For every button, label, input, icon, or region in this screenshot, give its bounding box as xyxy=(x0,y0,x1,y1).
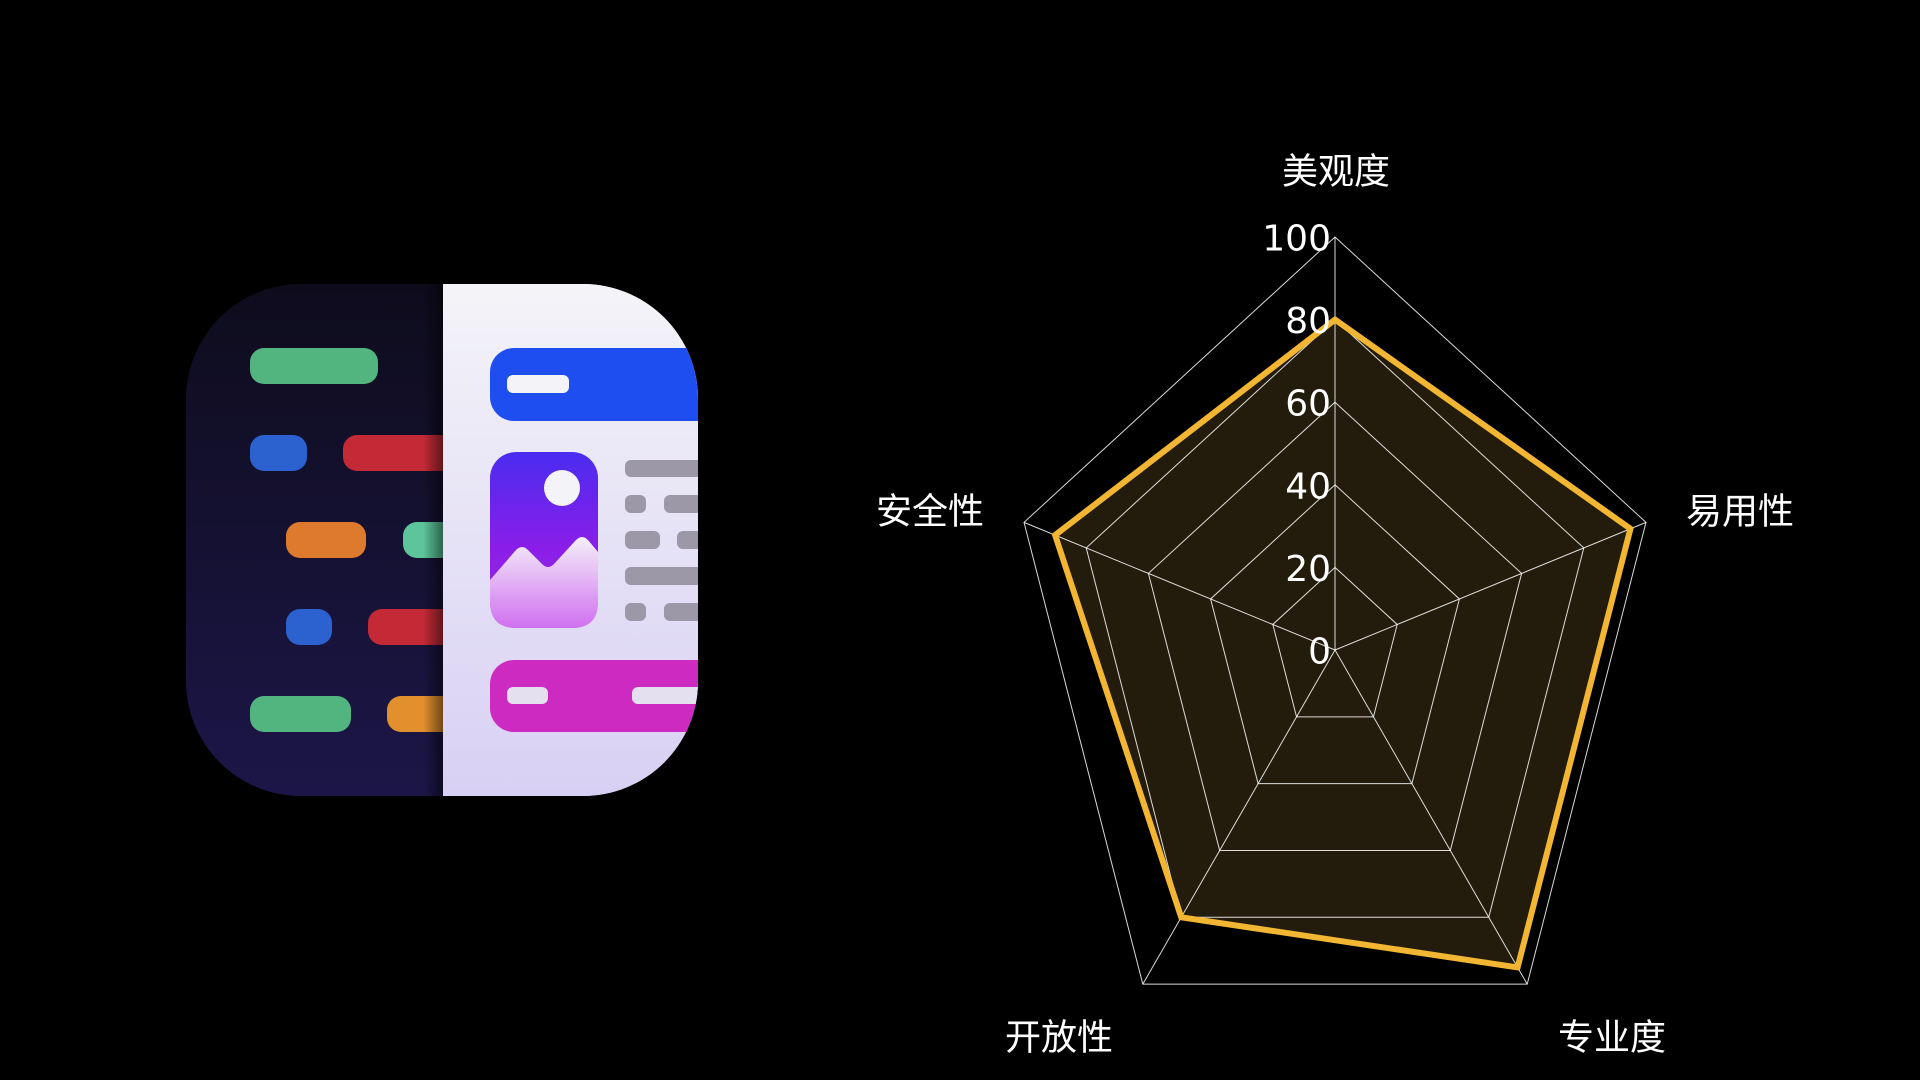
app-icon xyxy=(186,284,698,796)
grid-ring-60 xyxy=(1147,401,1523,851)
grid-spoke xyxy=(1334,521,1647,651)
tick-label: 80 xyxy=(1285,301,1331,342)
radar-grid xyxy=(1023,236,1647,985)
series-line xyxy=(1051,315,1634,971)
grid-ring-100 xyxy=(1023,236,1647,985)
tick-label: 60 xyxy=(1285,384,1331,425)
grid-ring-20 xyxy=(1272,566,1398,718)
tick-label: 100 xyxy=(1262,219,1331,260)
grid-spoke xyxy=(1142,649,1336,985)
axis-label: 美观度 xyxy=(1282,152,1390,193)
axis-label: 专业度 xyxy=(1558,1018,1666,1059)
series-area xyxy=(1055,319,1631,968)
grid-ring-40 xyxy=(1210,484,1460,785)
radar-series xyxy=(1051,315,1634,971)
grid-ring-80 xyxy=(1085,318,1585,918)
tick-label: 40 xyxy=(1285,466,1331,507)
tick-label: 0 xyxy=(1308,632,1331,673)
axis-label: 开放性 xyxy=(1005,1018,1113,1059)
grid-spoke xyxy=(1023,521,1336,651)
tick-label: 20 xyxy=(1285,549,1331,590)
axis-label: 易用性 xyxy=(1686,492,1794,533)
grid-spoke xyxy=(1334,649,1528,985)
axis-label: 安全性 xyxy=(876,492,984,533)
